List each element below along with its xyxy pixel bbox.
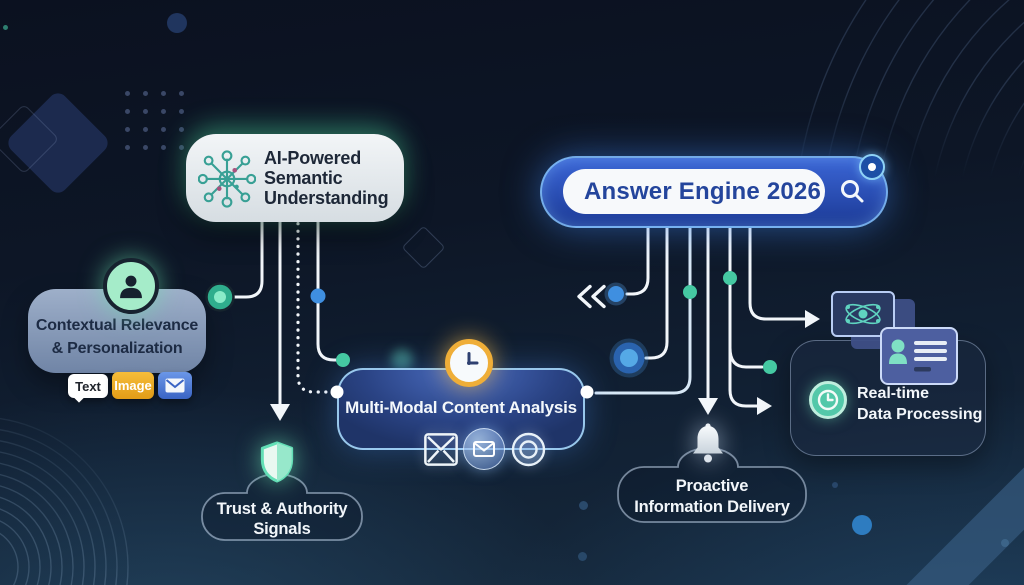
image-badge: Image (112, 372, 154, 399)
deco-dot (167, 13, 187, 33)
envelope-frame-icon (424, 432, 458, 466)
deco-dim-dot (578, 552, 587, 561)
shield-icon (256, 440, 298, 484)
person-icon (103, 258, 159, 314)
search-input[interactable]: Answer Engine 2026 (563, 169, 825, 214)
deco-teal-dot (3, 25, 8, 30)
trust-title-line2: Signals (253, 520, 311, 538)
contextual-title-line1: Contextual Relevance (35, 317, 199, 334)
line-search-1 (625, 224, 650, 296)
line-ai-to-contextual (231, 214, 264, 299)
line-ai-to-multimodal-dotted (296, 214, 332, 394)
card-profile (880, 327, 958, 385)
search-query-text: Answer Engine 2026 (584, 177, 822, 205)
arrow-down-trust (270, 404, 290, 421)
realtime-title-line2: Data Processing (857, 406, 983, 423)
arrow-right-realtime (757, 397, 772, 415)
text-badge-label: Text (75, 378, 101, 394)
ai-title-line1: AI-Powered (264, 148, 362, 168)
ai-title-line2: Semantic (264, 168, 343, 188)
deco-glow-dot (391, 349, 413, 371)
proactive-title-line1: Proactive (675, 477, 749, 495)
image-badge-label: Image (114, 378, 152, 393)
deco-contour-arcs-bottomleft (0, 415, 150, 585)
search-status-badge (859, 154, 885, 180)
line-ai-to-multimodal-top (316, 214, 338, 362)
arrow-right-cards (805, 310, 820, 328)
realtime-title-line1: Real-time (857, 385, 930, 402)
deco-dot-grid (125, 91, 184, 150)
line-search-3 (594, 224, 692, 395)
search-bar[interactable]: Answer Engine 2026 (540, 154, 888, 228)
deco-blue-dot (852, 515, 872, 535)
arrow-down-proactive (698, 398, 718, 415)
clock-icon-teal (809, 381, 847, 419)
mail-badge-icon (158, 372, 192, 399)
multimodal-icons-row (424, 428, 547, 470)
neural-network-icon (198, 150, 256, 208)
node-ai-semantic-understanding: AI-Powered Semantic Understanding (186, 134, 404, 222)
ai-title-line3: Understanding (264, 188, 389, 208)
target-icon (511, 432, 546, 466)
node-trust-authority: Trust & Authority Signals (202, 499, 362, 539)
bell-icon (687, 421, 729, 467)
proactive-title-line2: Information Delivery (634, 498, 790, 516)
deco-dim-dot (579, 501, 588, 510)
line-search-to-cards (748, 224, 807, 321)
deco-dim-dot (832, 482, 838, 488)
line-search-to-realtime (728, 224, 759, 408)
line-search-2 (644, 224, 669, 360)
atom-icon (845, 303, 881, 325)
text-badge: Text (68, 374, 108, 398)
node-proactive-delivery: Proactive Information Delivery (618, 476, 806, 518)
multimodal-title: Multi-Modal Content Analysis (345, 398, 577, 417)
line-search-branch-tealdot (728, 346, 764, 369)
deco-dim-dot (1001, 539, 1009, 547)
card-neural-network (831, 291, 895, 337)
search-submit-icon[interactable] (839, 178, 866, 205)
clock-icon-gold (445, 339, 493, 387)
envelope-circle-icon (463, 428, 505, 470)
trust-title-line1: Trust & Authority (216, 500, 348, 518)
contextual-title-line2: & Personalization (51, 340, 183, 357)
